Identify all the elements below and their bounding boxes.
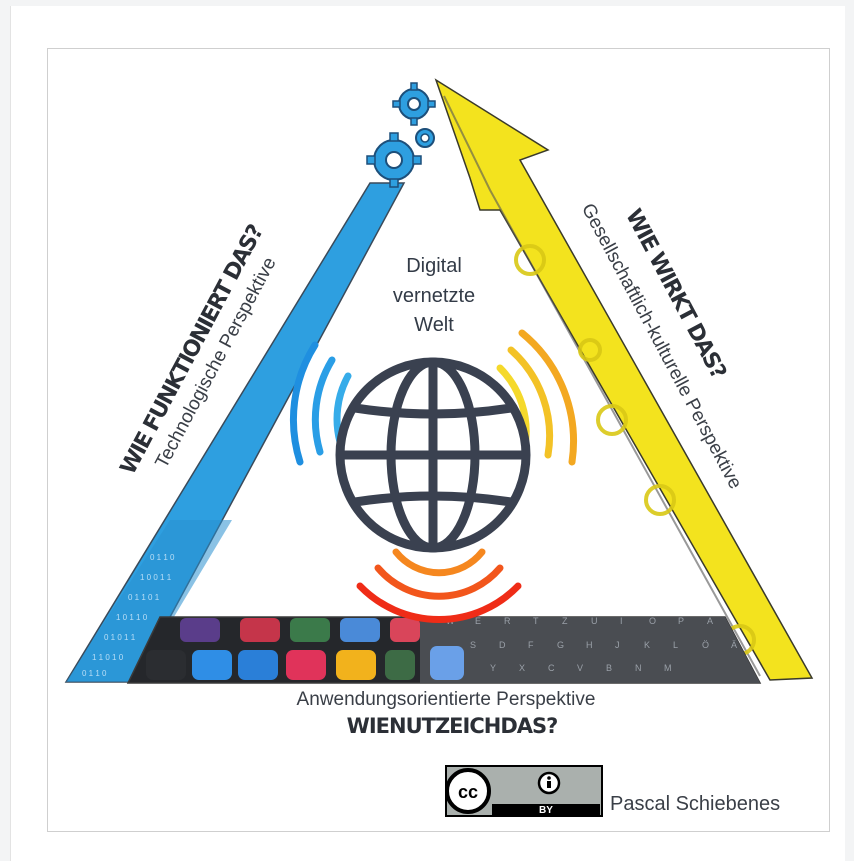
keyboard-key: I: [620, 616, 623, 626]
center-line-1: Digital: [406, 255, 462, 277]
keyboard-key: S: [470, 640, 476, 650]
keyboard-key: K: [644, 640, 650, 650]
cc-by-license-badge[interactable]: cc BY: [445, 765, 603, 817]
svg-text:0 1 0 1 1: 0 1 0 1 1: [104, 633, 136, 642]
keyboard-key: D: [499, 640, 506, 650]
keyboard-key: P: [678, 616, 684, 626]
keyboard-key: T: [533, 616, 539, 626]
keyboard-key: Ö: [702, 640, 709, 650]
keyboard-key: J: [615, 640, 620, 650]
center-label: Digital vernetzte Welt: [393, 255, 475, 336]
binary-digits: 0 1 1 0 1 0 0 1 1 0 1 1 0 1 1 0 1 1 0 0 1 …: [82, 553, 175, 678]
cc-text: cc: [458, 782, 478, 802]
keyboard-key: B: [606, 663, 612, 673]
keyboard-key: Y: [490, 663, 496, 673]
signal-arcs-bottom: [356, 548, 522, 623]
author-name: Pascal Schiebenes: [610, 793, 780, 815]
svg-text:1 1 0 1 0: 1 1 0 1 0: [92, 653, 124, 662]
svg-text:0 1 1 0: 0 1 1 0: [150, 553, 175, 562]
bottom-question: WIENUTZEICHDAS?: [347, 714, 558, 738]
keyboard-key: L: [673, 640, 678, 650]
keyboard-key: C: [548, 663, 555, 673]
keyboard-key: H: [586, 640, 593, 650]
binary-code-texture: [66, 520, 232, 682]
bottom-perspective: Anwendungsorientierte Perspektive: [297, 689, 596, 710]
center-line-2: vernetzte: [393, 285, 475, 307]
gears-icon: [366, 82, 436, 188]
center-line-3: Welt: [414, 314, 454, 336]
svg-text:1 0 1 1 0: 1 0 1 1 0: [116, 613, 148, 622]
by-text: BY: [539, 805, 553, 816]
keyboard-key: R: [504, 616, 511, 626]
globe-icon: [335, 357, 531, 553]
svg-text:1 0 0 1 1: 1 0 0 1 1: [140, 573, 172, 582]
cc-icon: [445, 768, 491, 814]
keyboard-key: Z: [562, 616, 568, 626]
keyboard-key: X: [519, 663, 525, 673]
keyboard-key: U: [591, 616, 598, 626]
app-icons: [146, 618, 464, 680]
keyboard-key: Ä: [731, 640, 737, 650]
keyboard-key: M: [664, 663, 672, 673]
technology-side: 0 1 1 0 1 0 0 1 1 0 1 1 0 1 1 0 1 1 0 0 1 …: [64, 182, 406, 683]
keyboard-key: F: [528, 640, 534, 650]
keyboard-key: V: [577, 663, 583, 673]
svg-text:0 1 1 0: 0 1 1 0: [82, 669, 107, 678]
keyboard-key: N: [635, 663, 642, 673]
yellow-arrow: [434, 78, 814, 681]
keyboard-area: [420, 617, 760, 683]
keyboard-key: O: [649, 616, 656, 626]
society-side: [434, 78, 814, 681]
keyboard-key: A: [707, 616, 713, 626]
image-card: [47, 48, 830, 832]
keyboard-key: G: [557, 640, 564, 650]
svg-text:0 1 1 0 1: 0 1 1 0 1: [128, 593, 160, 602]
keyboard-key: E: [475, 616, 481, 626]
